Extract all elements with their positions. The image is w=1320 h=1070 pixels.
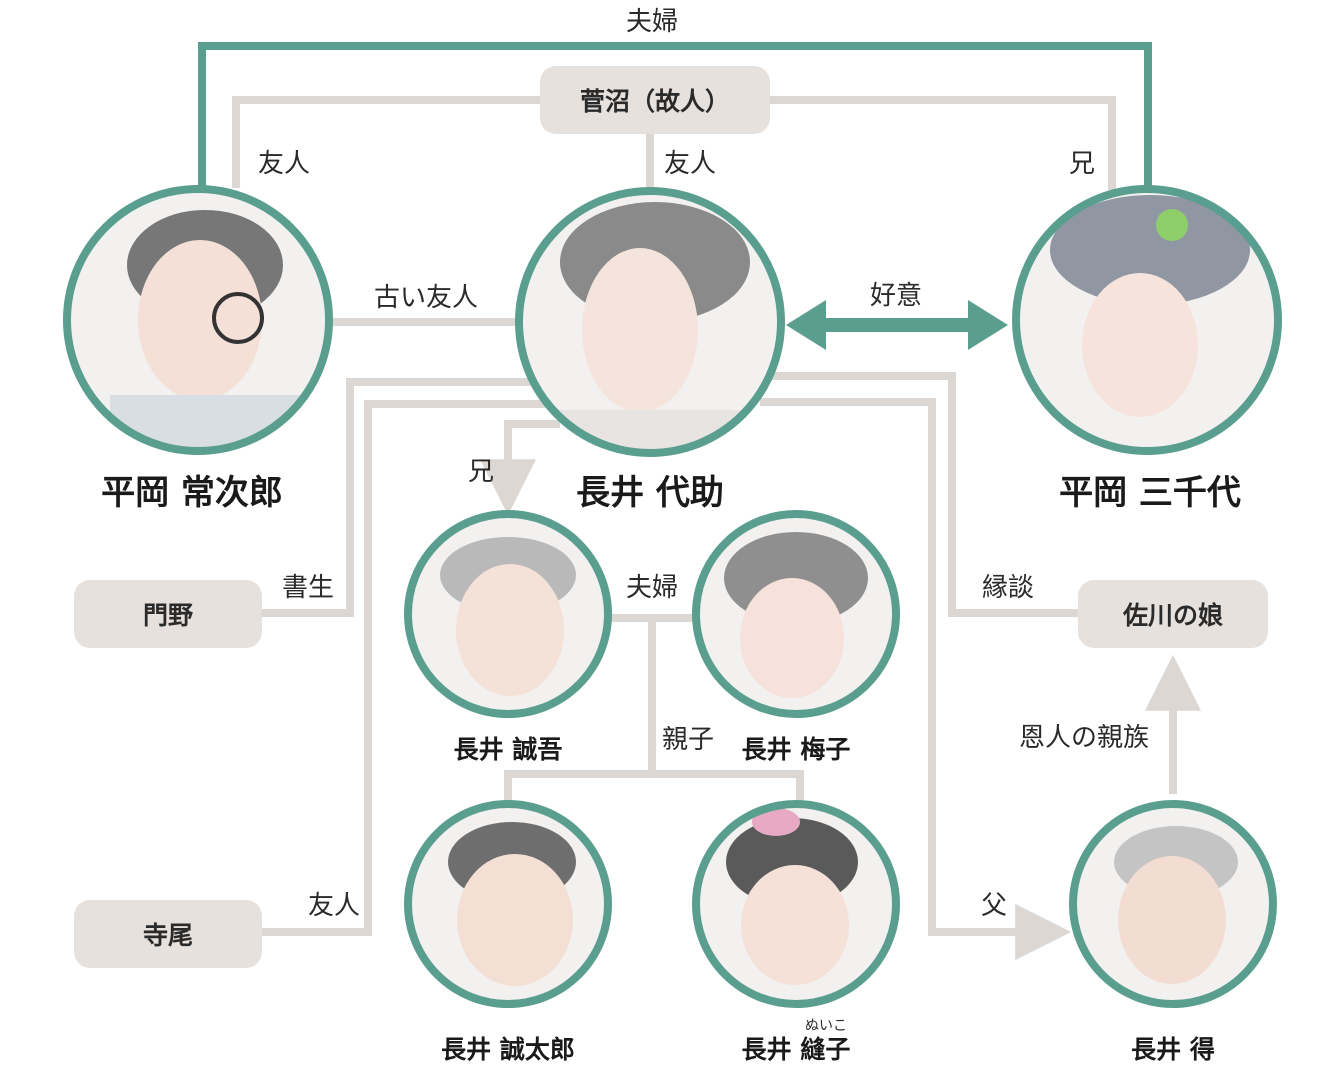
- name-nagai-daisuke: 長井 代助: [576, 473, 724, 513]
- line-parent-child: [504, 618, 804, 804]
- person-names: 平岡 常次郎 長井 代助 平岡 三千代 長井 誠吾 長井 梅子 長井 誠太郎 ぬ…: [101, 473, 1241, 1064]
- label-old-friend: 古い友人: [374, 283, 478, 313]
- label-married-top: 夫婦: [626, 7, 678, 37]
- box-sagawa-daughter: 佐川の娘: [1078, 580, 1268, 648]
- name-nagai-nuiko: 長井 縫子: [742, 1035, 851, 1064]
- label-affection: 好意: [870, 281, 922, 311]
- label-friend-terao: 友人: [308, 891, 360, 921]
- label-married-parents: 夫婦: [626, 573, 678, 603]
- box-suganuma-label: 菅沼（故人）: [580, 87, 730, 116]
- gray-connectors: [232, 96, 1201, 960]
- portrait-umeko: [692, 510, 900, 718]
- line-kadono: [262, 378, 560, 617]
- ruby-nuiko: ぬいこ: [805, 1018, 847, 1034]
- portrait-tsunejiro: [63, 185, 333, 455]
- box-kadono-label: 門野: [143, 601, 193, 630]
- box-terao-label: 寺尾: [143, 921, 193, 950]
- name-nagai-seitaro: 長井 誠太郎: [441, 1035, 575, 1064]
- box-suganuma: 菅沼（故人）: [540, 66, 770, 134]
- name-hiraoka-michiyo: 平岡 三千代: [1059, 473, 1241, 513]
- label-parent-child: 親子: [662, 725, 714, 755]
- line-married-top: [198, 42, 1152, 190]
- portrait-seitaro: [404, 800, 612, 1008]
- label-father: 父: [981, 891, 1007, 921]
- portrait-michiyo: [1012, 185, 1282, 455]
- name-nagai-seigo: 長井 誠吾: [454, 735, 563, 764]
- label-marriage-proposal: 縁談: [982, 573, 1034, 603]
- label-houseboy: 書生: [282, 573, 334, 603]
- line-suganuma-to-michiyo: [770, 96, 1116, 190]
- name-nagai-umeko: 長井 梅子: [742, 735, 851, 764]
- label-friend-left: 友人: [258, 149, 310, 179]
- box-kadono: 門野: [74, 580, 262, 648]
- name-nagai-toku: 長井 得: [1131, 1035, 1215, 1064]
- box-terao: 寺尾: [74, 900, 262, 968]
- name-hiraoka-tsunejiro: 平岡 常次郎: [101, 473, 283, 513]
- portrait-toku: [1069, 800, 1277, 1008]
- line-suganuma-to-tsunejiro: [232, 96, 540, 188]
- line-terao: [262, 400, 560, 936]
- portrait-nuiko: [692, 800, 900, 1008]
- label-benefactor-relative: 恩人の親族: [1019, 723, 1149, 753]
- relation-labels: 夫婦 友人 友人 兄 古い友人 好意 兄 書生 夫婦 縁談 親子 恩人の親族 友…: [258, 7, 1149, 921]
- label-brother-down: 兄: [468, 457, 494, 487]
- portrait-seigo: [404, 510, 612, 718]
- portrait-daisuke: [515, 187, 785, 457]
- affection-arrow: [786, 300, 1008, 350]
- line-father: [760, 398, 1072, 960]
- label-friend-center: 友人: [664, 149, 716, 179]
- box-sagawa-label: 佐川の娘: [1122, 601, 1223, 630]
- label-brother-right: 兄: [1069, 149, 1095, 179]
- line-brother-seigo: [480, 420, 560, 516]
- line-sagawa: [740, 372, 1078, 617]
